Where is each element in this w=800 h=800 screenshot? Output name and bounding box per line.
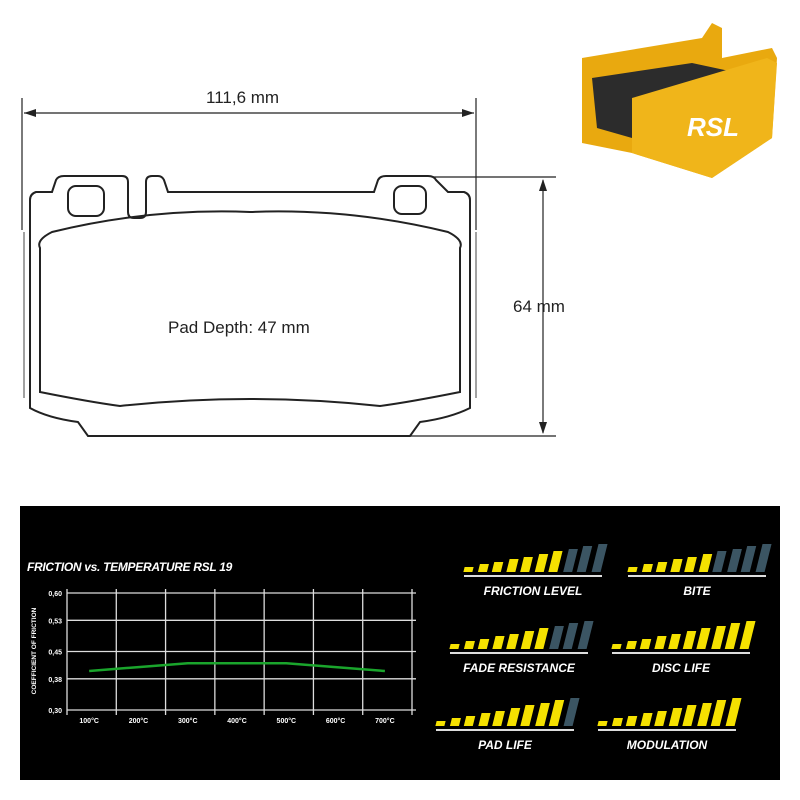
rating-bar-empty [740, 546, 757, 572]
rating-friction-level: FRICTION LEVEL [432, 540, 608, 598]
height-label: 64 mm [513, 297, 565, 316]
rating-bar-filled [435, 721, 446, 726]
rating-bar-filled [506, 633, 519, 649]
rating-bar-filled [520, 631, 534, 649]
rating-label: MODULATION [626, 738, 708, 752]
rating-fade-resistance: FADE RESISTANCE [418, 617, 594, 675]
rating-bar-filled [491, 561, 504, 572]
rating-bar-empty [576, 546, 593, 572]
rating-bar-filled [477, 564, 489, 572]
rating-bar-empty [562, 623, 579, 649]
rating-baseline [628, 575, 766, 577]
rating-bar-filled [625, 641, 637, 649]
rating-bar-filled [710, 625, 726, 649]
rating-bars [566, 694, 742, 726]
rating-bar-filled [548, 551, 563, 572]
rating-bar-filled [463, 567, 474, 572]
rating-bar-filled [492, 710, 505, 726]
rating-baseline [450, 652, 588, 654]
rating-bar-filled [641, 564, 653, 572]
rating-label: FADE RESISTANCE [463, 661, 575, 675]
rating-baseline [612, 652, 750, 654]
rating-baseline [464, 575, 602, 577]
rating-disc-life: DISC LIFE [580, 617, 756, 675]
rating-bar-filled [505, 559, 519, 572]
rating-bars [580, 617, 756, 649]
pad-outline [29, 175, 471, 437]
rating-pad-life: PAD LIFE [404, 694, 580, 752]
rating-bar-filled [477, 638, 490, 649]
rating-bar-filled [506, 708, 520, 726]
rating-bar-filled [449, 644, 460, 649]
rating-bar-filled [668, 708, 682, 726]
width-label: 111,6 mm [206, 88, 280, 107]
rating-bar-filled [639, 713, 653, 726]
rating-bar-filled [710, 700, 727, 726]
rating-label: FRICTION LEVEL [483, 584, 583, 598]
rating-bar-empty [726, 548, 742, 572]
rating-bars [404, 694, 580, 726]
rating-bar-filled [655, 561, 668, 572]
pad-depth-label: Pad Depth: 47 mm [168, 318, 310, 337]
rating-bar-filled [520, 556, 533, 572]
rating-bar-filled [463, 641, 475, 649]
rating-bar-empty [562, 548, 578, 572]
rating-bars [432, 540, 608, 572]
rating-bar-filled [534, 702, 550, 726]
rating-bar-filled [682, 705, 697, 726]
rating-bar-filled [611, 644, 622, 649]
rating-bars [596, 540, 772, 572]
rating-bar-filled [654, 710, 667, 726]
rating-baseline [436, 729, 574, 731]
rating-bar-filled [698, 554, 712, 572]
rating-bar-filled [684, 556, 697, 572]
rating-bar-filled [625, 715, 638, 726]
rating-label: BITE [683, 584, 711, 598]
rating-label: DISC LIFE [651, 661, 710, 675]
rating-bar-filled [534, 554, 548, 572]
rating-bar-filled [639, 638, 652, 649]
rating-baseline [598, 729, 736, 731]
rating-bar-filled [548, 700, 565, 726]
rating-bar-filled [653, 636, 667, 649]
svg-text:RSL: RSL [687, 112, 739, 142]
rating-bar-filled [520, 705, 535, 726]
rating-bite: BITE [596, 540, 772, 598]
pad-technical-drawing [21, 98, 556, 437]
rating-bar-filled [463, 715, 476, 726]
rating-bar-filled [491, 636, 505, 649]
rating-bar-filled [611, 718, 623, 726]
rating-bar-filled [724, 623, 741, 649]
rating-bar-filled [477, 713, 491, 726]
rating-bar-filled [534, 628, 549, 649]
rating-bars [418, 617, 594, 649]
rating-bar-filled [597, 721, 608, 726]
rating-bar-filled [696, 628, 711, 649]
pad-product-image: RSL [582, 23, 777, 178]
rating-bar-filled [682, 631, 696, 649]
chart-title: FRICTION vs. TEMPERATURE RSL 19 [27, 560, 232, 574]
rating-label: PAD LIFE [478, 738, 532, 752]
rating-bar-filled [669, 559, 683, 572]
rating-bar-empty [712, 551, 727, 572]
rating-bar-empty [548, 625, 564, 649]
rating-bar-filled [449, 718, 461, 726]
rating-modulation: MODULATION [566, 694, 742, 752]
rating-bar-filled [668, 633, 681, 649]
rating-bar-filled [627, 567, 638, 572]
performance-panel [20, 506, 780, 780]
rating-bar-filled [696, 702, 712, 726]
